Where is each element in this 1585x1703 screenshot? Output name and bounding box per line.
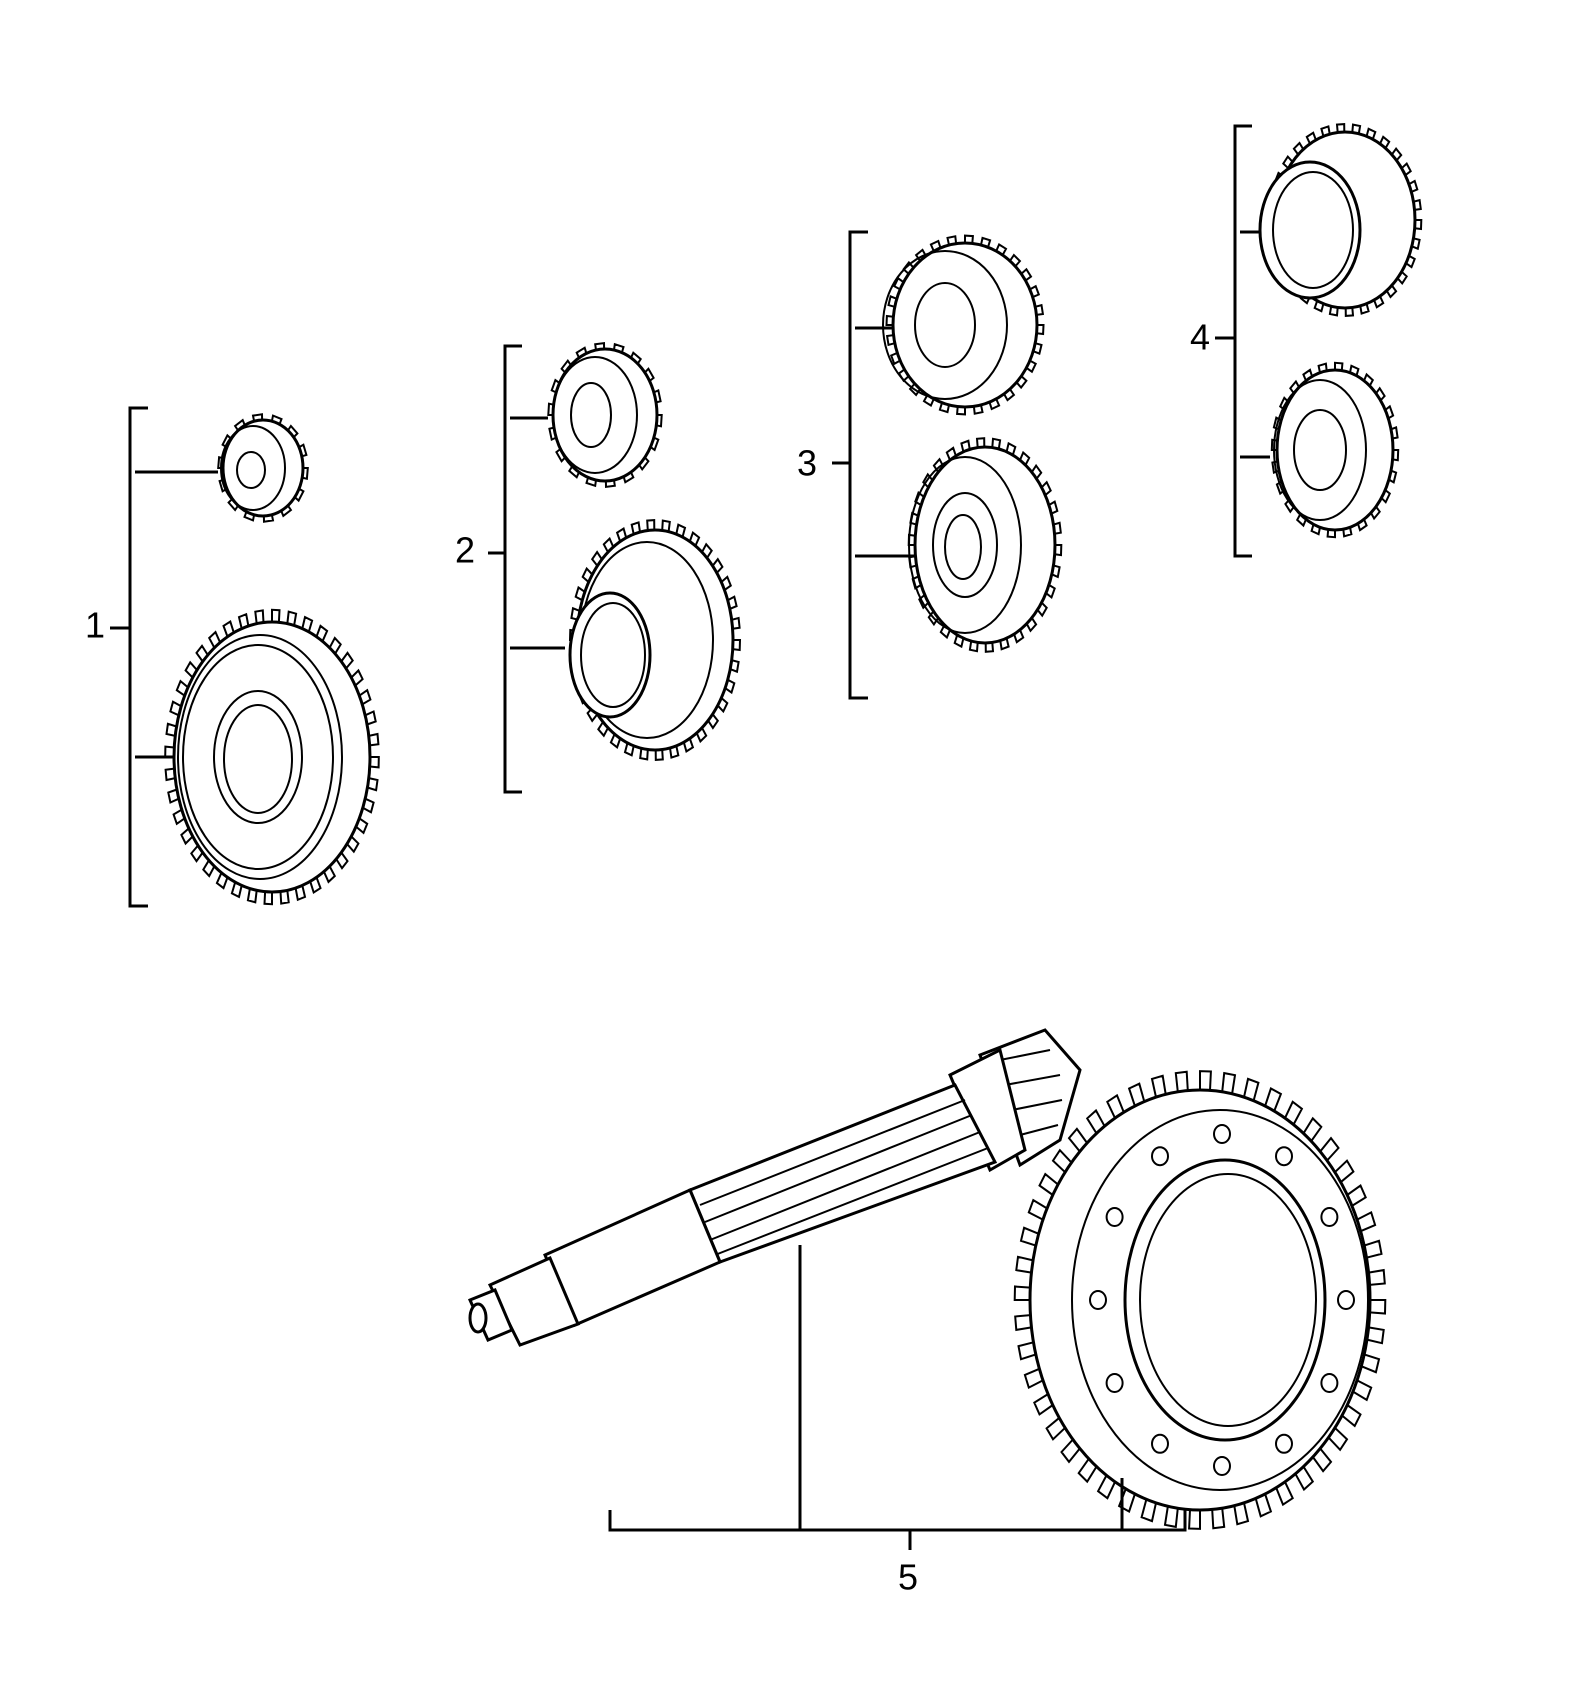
bolt-hole <box>1105 1373 1124 1393</box>
bracket-4 <box>1233 124 1252 558</box>
callout-5: 5 <box>898 1557 918 1598</box>
large-gear-1 <box>164 608 380 906</box>
callout-2: 2 <box>455 530 475 571</box>
bolt-hole <box>1213 1456 1231 1476</box>
bolt-hole <box>1337 1290 1355 1310</box>
callout-4: 4 <box>1190 317 1210 358</box>
group-1: 1 <box>85 406 380 908</box>
bolt-hole <box>1275 1433 1293 1454</box>
bolt-hole <box>1320 1373 1339 1393</box>
bolt-hole <box>1151 1433 1169 1454</box>
group-5: 5 <box>467 1028 1387 1598</box>
bracket-3 <box>848 230 868 700</box>
group-4: 4 <box>1190 123 1423 558</box>
group-2: 2 <box>455 341 742 794</box>
large-gear-2 <box>568 519 742 761</box>
ring-gear <box>1013 1070 1387 1530</box>
gear-teeth <box>217 413 309 523</box>
bolt-hole <box>1151 1146 1169 1167</box>
lower-gear-3 <box>907 437 1063 653</box>
bracket-2 <box>503 344 522 794</box>
bolt-hole <box>1213 1124 1231 1144</box>
upper-gear-3 <box>882 234 1045 416</box>
bolt-hole <box>1275 1146 1293 1167</box>
gear-teeth <box>907 437 1063 653</box>
small-gear-1 <box>217 413 309 523</box>
gear-teeth <box>164 608 380 906</box>
bolt-hole <box>1089 1290 1107 1310</box>
gear-teeth <box>885 234 1045 416</box>
bolt-hole <box>1320 1207 1339 1227</box>
group-3: 3 <box>797 230 1063 700</box>
callout-3: 3 <box>797 443 817 484</box>
bracket-5 <box>608 1510 1187 1532</box>
lower-gear-4 <box>1270 361 1400 539</box>
pinion-shaft <box>467 1028 1082 1347</box>
callout-1: 1 <box>85 605 105 646</box>
small-gear-2 <box>547 341 663 489</box>
bracket-1 <box>128 406 148 908</box>
gear-teeth <box>1013 1070 1387 1530</box>
upper-gear-4 <box>1258 123 1423 317</box>
gear-teeth <box>1270 361 1400 539</box>
gear-teeth <box>547 341 663 489</box>
bolt-hole <box>1105 1207 1124 1227</box>
